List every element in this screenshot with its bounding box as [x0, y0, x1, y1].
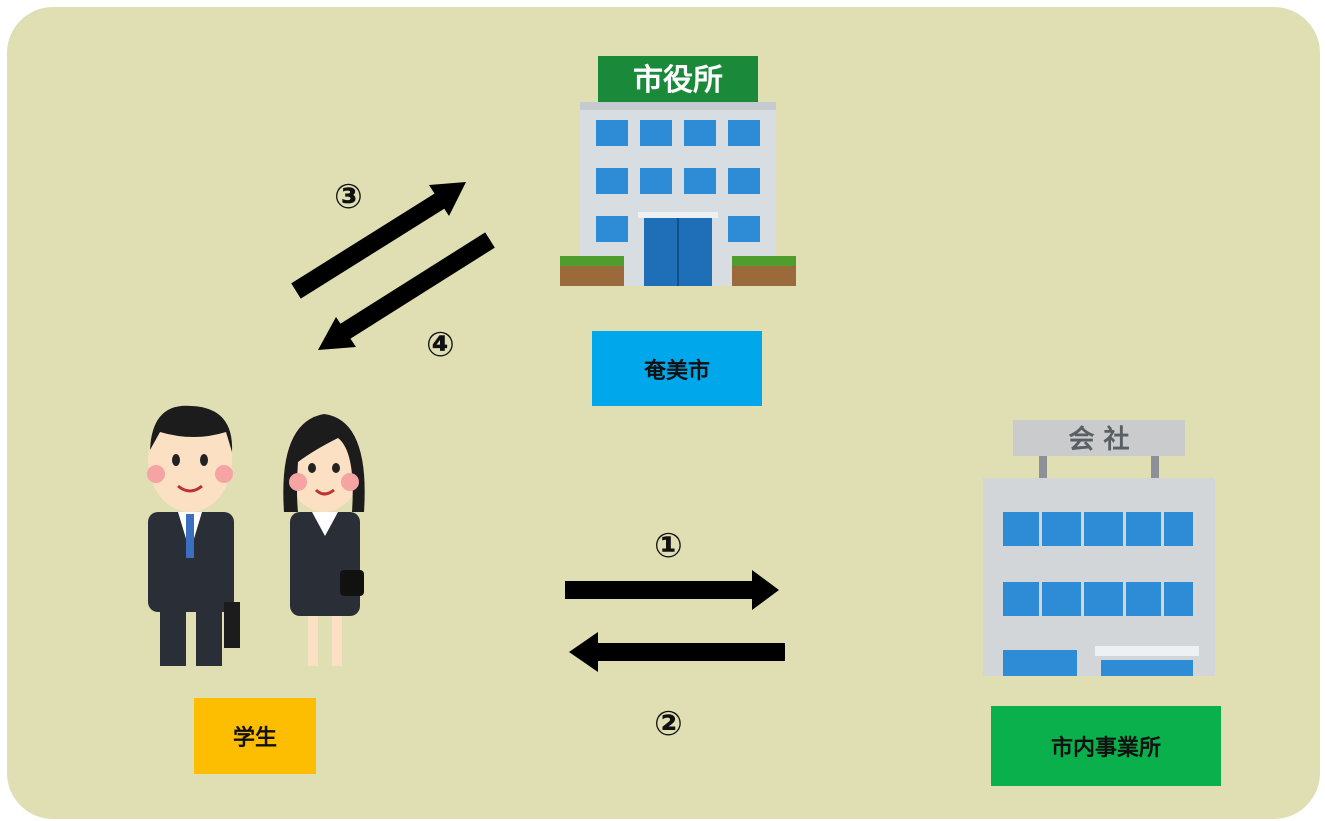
step-3-label: ③	[334, 177, 363, 217]
student-label-text: 学生	[232, 726, 277, 751]
arrow-left-to-students	[569, 632, 785, 672]
male-student-figure	[147, 405, 240, 666]
business-label-text: 市内事業所	[1050, 736, 1161, 761]
business-label: 市内事業所	[991, 706, 1221, 786]
step-4-label: ④	[426, 325, 455, 365]
step-2-label: ②	[654, 704, 683, 744]
student-label: 学生	[194, 698, 316, 774]
students-in-suits-icon	[138, 402, 378, 672]
city-hall-building-icon: 市役所	[558, 56, 798, 286]
arrow-right-to-company	[565, 570, 779, 610]
company-building-icon: 会 社	[983, 420, 1215, 676]
arrow-up-to-city-hall	[291, 182, 466, 299]
city-label-text: 奄美市	[643, 358, 710, 384]
city-hall-sign-text: 市役所	[633, 63, 723, 98]
female-student-figure	[283, 414, 365, 666]
step-1-label: ①	[654, 526, 683, 566]
arrow-down-to-students	[318, 232, 495, 350]
city-label: 奄美市	[592, 331, 762, 406]
company-sign-text: 会 社	[1068, 424, 1129, 455]
